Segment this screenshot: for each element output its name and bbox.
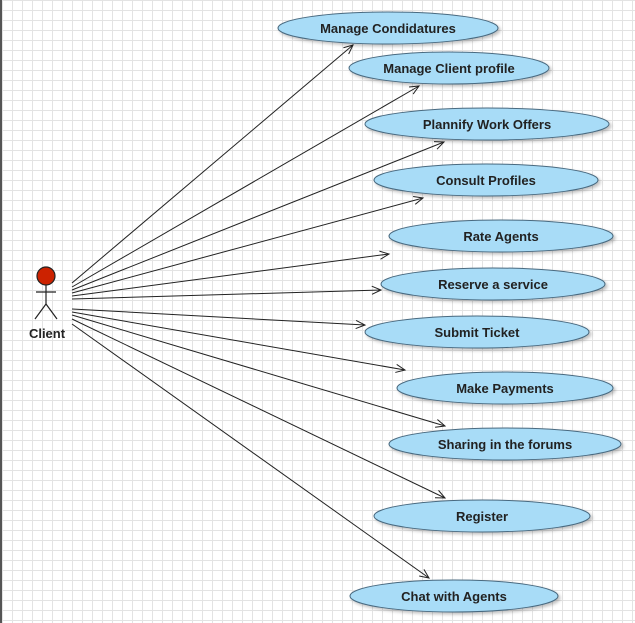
association-plannify-work-offers — [71, 141, 445, 291]
arrowhead-rate-agents — [379, 250, 391, 260]
association-manage-client-profile — [71, 85, 420, 288]
usecase-consult-profiles[interactable]: Consult Profiles — [373, 163, 599, 197]
arrowhead-register — [434, 490, 447, 499]
usecase-label: Manage Client profile — [383, 61, 514, 76]
actor-head — [36, 266, 56, 286]
usecase-register[interactable]: Register — [373, 499, 591, 533]
usecase-ellipse — [364, 107, 610, 141]
usecase-label: Submit Ticket — [434, 325, 520, 340]
usecase-rate-agents[interactable]: Rate Agents — [388, 219, 614, 253]
usecase-plannify-work-offers[interactable]: Plannify Work Offers — [364, 107, 610, 141]
usecase-ellipse — [396, 371, 614, 405]
usecase-ellipse — [380, 267, 606, 301]
usecase-ellipse — [349, 579, 559, 613]
association-consult-profiles — [71, 197, 424, 294]
association-reserve-a-service — [71, 289, 382, 300]
arrowhead-chat-with-agents — [419, 569, 430, 579]
usecase-label: Reserve a service — [438, 277, 548, 292]
usecase-label: Manage Condidatures — [320, 21, 456, 36]
usecase-ellipse — [388, 219, 614, 253]
usecase-ellipse — [373, 499, 591, 533]
actor-label: Client — [29, 326, 66, 341]
association-make-payments — [71, 311, 406, 371]
association-register — [71, 318, 446, 499]
usecase-make-payments[interactable]: Make Payments — [396, 371, 614, 405]
usecase-ellipse — [277, 11, 499, 45]
association-manage-condidatures — [71, 44, 354, 284]
usecase-ellipse — [373, 163, 599, 197]
usecase-chat-with-agents[interactable]: Chat with Agents — [349, 579, 559, 613]
arrowhead-submit-ticket — [355, 319, 367, 330]
usecase-label: Rate Agents — [463, 229, 538, 244]
usecase-label: Consult Profiles — [436, 173, 536, 188]
arrowhead-reserve-a-service — [371, 285, 383, 295]
arrowhead-consult-profiles — [413, 195, 425, 205]
arrowhead-make-payments — [395, 364, 407, 373]
usecase-ellipse — [348, 51, 550, 85]
usecase-label: Plannify Work Offers — [423, 117, 551, 132]
association-submit-ticket — [71, 308, 366, 326]
usecase-ellipse — [364, 315, 590, 349]
actor-right-leg — [45, 303, 58, 320]
arrowhead-manage-client-profile — [409, 85, 421, 95]
arrowhead-sharing-in-the-forums — [435, 419, 447, 428]
actor-left-leg — [34, 303, 47, 320]
association-chat-with-agents — [71, 323, 430, 579]
usecase-submit-ticket[interactable]: Submit Ticket — [364, 315, 590, 349]
usecase-label: Make Payments — [456, 381, 554, 396]
usecase-label: Chat with Agents — [401, 589, 507, 604]
usecase-ellipse — [388, 427, 622, 461]
usecase-manage-condidatures[interactable]: Manage Condidatures — [277, 11, 499, 45]
association-rate-agents — [71, 253, 390, 297]
usecase-label: Register — [456, 509, 508, 524]
usecase-label: Sharing in the forums — [438, 437, 572, 452]
association-lines — [71, 44, 447, 579]
usecase-manage-client-profile[interactable]: Manage Client profile — [348, 51, 550, 85]
association-sharing-in-the-forums — [71, 314, 446, 427]
usecase-reserve-a-service[interactable]: Reserve a service — [380, 267, 606, 301]
actor-client[interactable]: Client — [29, 266, 66, 341]
arrowhead-manage-condidatures — [343, 44, 354, 55]
usecase-sharing-in-the-forums[interactable]: Sharing in the forums — [388, 427, 622, 461]
arrowhead-plannify-work-offers — [433, 141, 446, 150]
